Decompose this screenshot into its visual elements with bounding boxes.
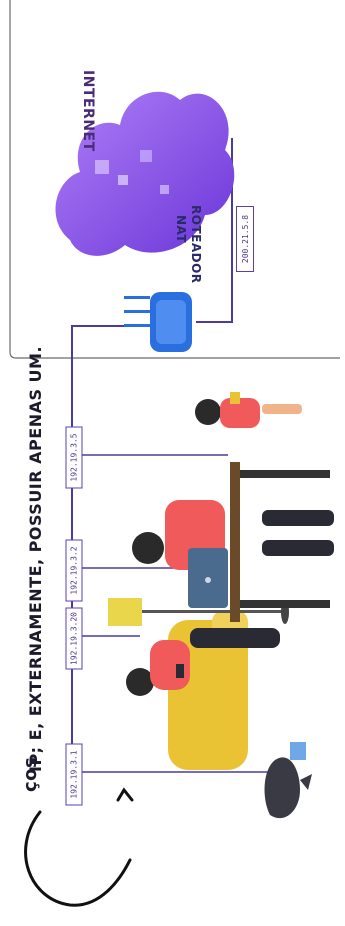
device-ip-box: 192.19.3.20 <box>66 608 83 670</box>
device-ip-box: 192.19.3.5 <box>66 427 83 489</box>
cat-icon <box>265 742 312 818</box>
router-ip-box: 200.21.5.8 <box>236 206 254 272</box>
device-ip-box: 192.19.3.2 <box>66 540 83 602</box>
caption-text: IP; E, EXTERNAMENTE, POSSUIR APENAS UM. <box>26 346 45 772</box>
child-tablet-icon <box>195 392 302 428</box>
device-ip-box: 192.19.3.1 <box>66 744 83 806</box>
swoosh-arrow <box>26 812 130 905</box>
internet-label: INTERNET <box>80 70 96 152</box>
router-label-line2: NAT <box>174 215 188 243</box>
arrowhead-icon <box>118 790 132 800</box>
router-icon <box>124 292 192 352</box>
router-label-line1: ROTEADOR <box>189 205 203 284</box>
